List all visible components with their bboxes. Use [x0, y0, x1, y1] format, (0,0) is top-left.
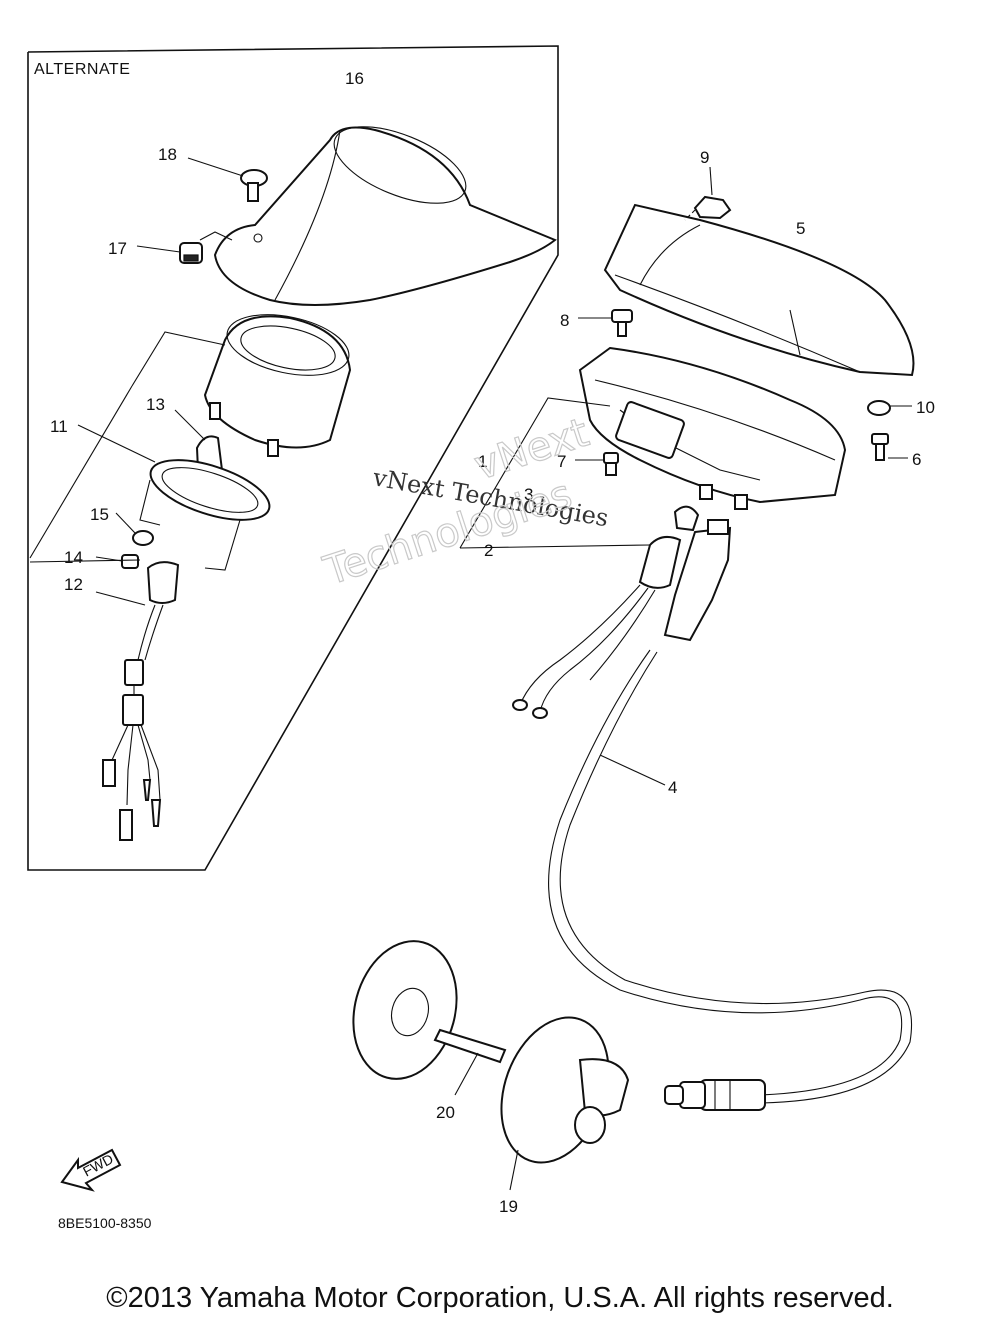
- callout-3: 3: [524, 485, 533, 504]
- speedometer-cable-4-part: [548, 649, 913, 1104]
- callout-4: 4: [668, 778, 677, 797]
- callout-8: 8: [560, 311, 569, 330]
- watermark: vNext Technologies vNext Technologies: [317, 409, 610, 595]
- alternate-wire-harness: [102, 604, 164, 841]
- callout-17: 17: [108, 239, 127, 258]
- callout-10: 10: [916, 398, 935, 417]
- bolt-8-part: [578, 309, 633, 337]
- callout-15: 15: [90, 505, 109, 524]
- callout-20: 20: [436, 1103, 455, 1122]
- copyright-notice: ©2013 Yamaha Motor Corporation, U.S.A. A…: [106, 1282, 894, 1314]
- callout-5: 5: [796, 219, 805, 238]
- callout-labels: 16 18 17 13 11 15 14 12 9 5 8 10 6 7 1 3…: [50, 69, 935, 1216]
- callout-12: 12: [64, 575, 83, 594]
- callout-7: 7: [557, 452, 566, 471]
- meter-housing-3-part: [578, 346, 847, 510]
- socket-wires-right: [512, 505, 732, 719]
- leader-group-right: [459, 397, 611, 549]
- callout-6: 6: [912, 450, 921, 469]
- small-parts-group: [29, 512, 180, 606]
- callout-14: 14: [64, 548, 83, 567]
- fwd-arrow-icon: FWD: [60, 1148, 122, 1192]
- small-fasteners-right: [575, 400, 912, 476]
- alternate-gauge-part: [203, 314, 352, 457]
- leader-group-left: [131, 331, 226, 387]
- callout-13: 13: [146, 395, 165, 414]
- nut-9-part: [684, 166, 732, 221]
- visor-5-part: [603, 203, 915, 377]
- socket-plate-11-part: [77, 424, 271, 571]
- callout-18: 18: [158, 145, 177, 164]
- callout-11: 11: [50, 417, 68, 436]
- callout-1: 1: [478, 452, 487, 471]
- drive-gear-19-part: [500, 1016, 630, 1191]
- callout-2: 2: [484, 541, 493, 560]
- disc-and-shaft-20-part: [352, 940, 507, 1096]
- grommet-17-part: [136, 231, 233, 264]
- callout-19: 19: [499, 1197, 518, 1216]
- visor-cone-part: [213, 126, 557, 306]
- drawing-code: 8BE5100-8350: [58, 1215, 152, 1231]
- watermark-line-2: vNext: [469, 410, 594, 490]
- screw-18-part: [187, 157, 268, 202]
- alternate-box: ALTERNATE: [27, 45, 559, 871]
- callout-9: 9: [700, 148, 709, 167]
- callout-16: 16: [345, 69, 364, 88]
- cable-end-fitting: [664, 1079, 766, 1111]
- leader-2: [459, 544, 651, 549]
- alternate-label: ALTERNATE: [34, 61, 130, 78]
- leader-group-left-2: [29, 385, 133, 559]
